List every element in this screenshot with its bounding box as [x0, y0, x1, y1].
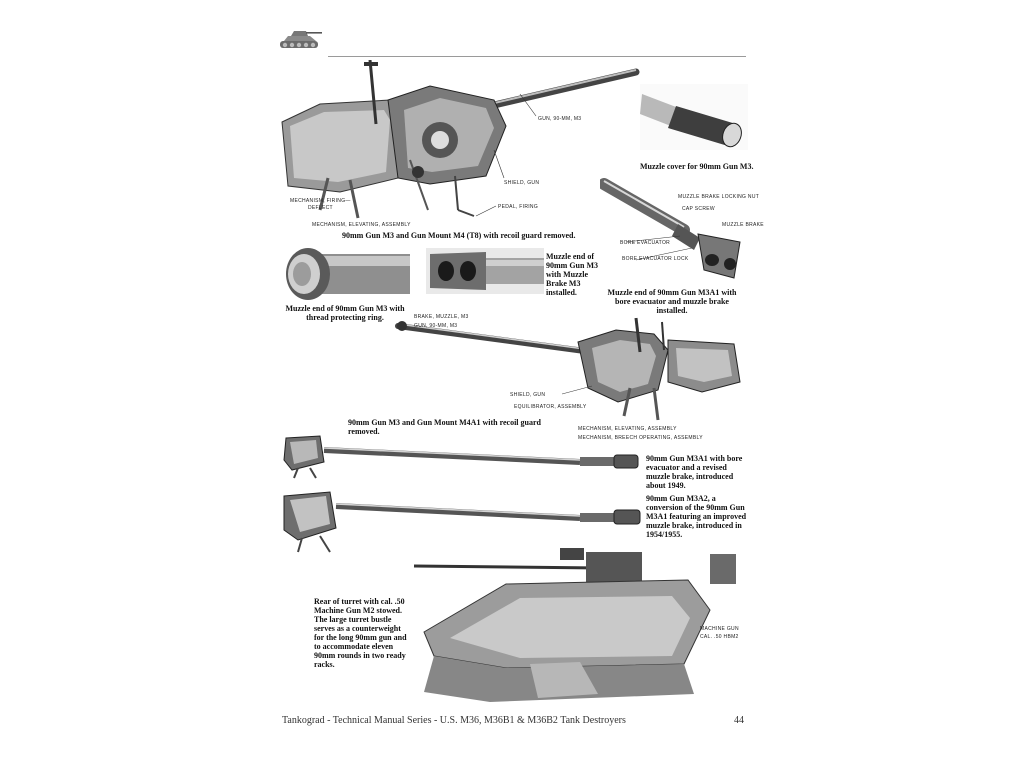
- caption-m3a1-muzzle: Muzzle end of 90mm Gun M3A1 with bore ev…: [607, 288, 737, 315]
- caption-m3a2: 90mm Gun M3A2, a conversion of the 90mm …: [646, 494, 747, 539]
- callout-bore-evacuator-lock: BORE EVACUATOR LOCK: [622, 256, 689, 262]
- tank-logo-icon: [280, 31, 322, 48]
- callout-pedal-firing: PEDAL, FIRING: [498, 204, 539, 210]
- callout-gun-90mm-m3: GUN, 90-MM, M3: [538, 116, 582, 122]
- callout-shield-gun-b: SHIELD, GUN: [510, 392, 546, 398]
- turret-rear-photo: [410, 544, 746, 706]
- callout-cap-screw: CAP SCREW: [682, 206, 715, 212]
- thread-ring-photo: [286, 248, 410, 300]
- muzzle-cover-photo: [640, 84, 748, 150]
- callout-muzzle-brake-locking: MUZZLE BRAKE LOCKING NUT: [678, 194, 760, 200]
- callout-machine-gun: MACHINE GUN: [700, 626, 739, 632]
- callout-shield-gun: SHIELD, GUN: [504, 180, 540, 186]
- caption-gun-mount-m4a1: 90mm Gun M3 and Gun Mount M4A1 with reco…: [348, 418, 541, 436]
- gun-mount-m4-illustration: [281, 60, 640, 219]
- header-rule: [328, 56, 746, 57]
- callout-mechanism-firing: MECHANISM, FIRING—: [290, 198, 351, 204]
- callout-machine-gun-cal: CAL. .50 HBM2: [700, 634, 739, 640]
- caption-m3a1-1949: 90mm Gun M3A1 with bore evacuator and a …: [646, 454, 743, 490]
- callout-muzzle-brake: MUZZLE BRAKE: [722, 222, 764, 228]
- muzzle-brake-m3-photo: [426, 248, 544, 294]
- gun-m3a1-1949-illustration: [283, 435, 639, 479]
- callout-equilibrator: EQUILIBRATOR, ASSEMBLY: [514, 404, 587, 410]
- callout-brake-muzzle-m3: BRAKE, MUZZLE, M3: [414, 314, 469, 320]
- caption-muzzle-brake-m3: Muzzle end of 90mm Gun M3 with Muzzle Br…: [546, 252, 598, 297]
- callout-mechanism-firing-deflect: DEFLECT: [308, 205, 333, 211]
- callout-gun-90mm-m3-b: GUN, 90-MM, M3: [414, 323, 458, 329]
- footer-series-title: Tankograd - Technical Manual Series - U.…: [282, 715, 626, 726]
- page-number: 44: [734, 715, 744, 726]
- callout-mechanism-breech: MECHANISM, BREECH OPERATING, ASSEMBLY: [578, 435, 703, 441]
- caption-thread-ring: Muzzle end of 90mm Gun M3 with thread pr…: [285, 304, 405, 322]
- callout-mechanism-elevating: MECHANISM, ELEVATING, ASSEMBLY: [312, 222, 411, 228]
- callout-bore-evacuator: BORE EVACUATOR: [620, 240, 671, 246]
- gun-mount-m4a1-illustration: [395, 317, 741, 421]
- caption-muzzle-cover: Muzzle cover for 90mm Gun M3.: [640, 162, 754, 171]
- gun-m3a2-illustration: [283, 491, 641, 553]
- caption-gun-mount-m4: 90mm Gun M3 and Gun Mount M4 (T8) with r…: [342, 231, 576, 240]
- caption-turret-rear: Rear of turret with cal. .50 Machine Gun…: [314, 597, 407, 669]
- m3a1-muzzle-photo: [600, 178, 741, 279]
- callout-mechanism-elevating-b: MECHANISM, ELEVATING, ASSEMBLY: [578, 426, 677, 432]
